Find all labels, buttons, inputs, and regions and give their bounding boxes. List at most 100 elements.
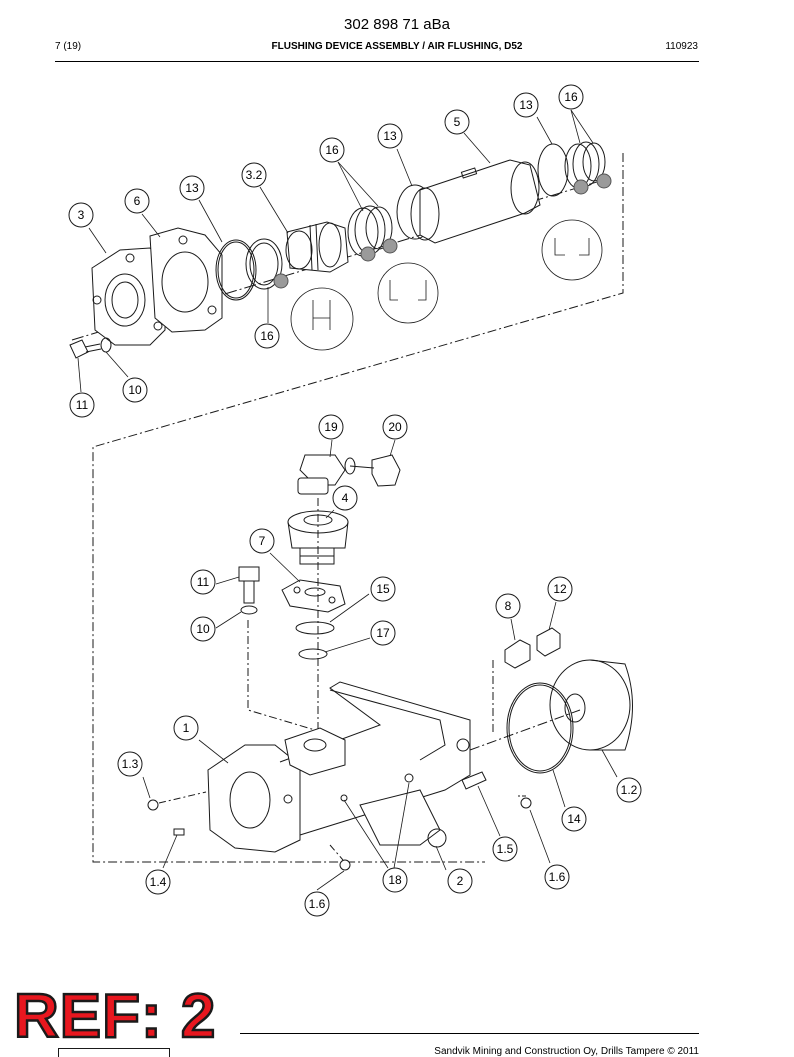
part-13-o-ring [215, 239, 257, 301]
callout-17: 17 [370, 620, 396, 646]
callout-12: 12 [547, 576, 573, 602]
callout-label: 17 [376, 626, 390, 640]
callout-8: 8 [495, 593, 521, 619]
callout-16: 16 [254, 323, 280, 349]
leader-lines [77, 109, 618, 891]
callout-label: 1.6 [549, 870, 566, 884]
part-7-gasket [281, 579, 346, 613]
callout-label: 7 [259, 534, 266, 548]
callout-circle [377, 123, 403, 149]
part-17-o-ring [298, 648, 328, 660]
part-11-bolt [69, 339, 102, 359]
callout-label: 6 [134, 194, 141, 208]
callout-label: 13 [519, 98, 533, 112]
callout-circle [558, 84, 584, 110]
callout-label: 16 [564, 90, 578, 104]
callout-1-5: 1.5 [492, 836, 518, 862]
callout-circle [254, 323, 280, 349]
part-3-flange-housing [91, 247, 166, 346]
callout-11: 11 [69, 392, 95, 418]
callout-circle [179, 175, 205, 201]
callout-circle [561, 806, 587, 832]
callout-circle [370, 620, 396, 646]
callout-label: 1.3 [122, 757, 139, 771]
date-code: 110923 [665, 41, 698, 52]
callout-13: 13 [513, 92, 539, 118]
callout-circle [447, 868, 473, 894]
part-18-plug [340, 794, 348, 802]
callout-label: 14 [567, 812, 581, 826]
callout-circle [124, 188, 150, 214]
part-8-fitting [504, 639, 531, 669]
callout-circle [544, 864, 570, 890]
callout-label: 2 [457, 874, 464, 888]
part-1-main-body [207, 681, 471, 853]
part-18-plug [283, 794, 293, 804]
seal-detail-circle [541, 219, 603, 281]
upper-assembly-boundary [92, 153, 624, 863]
copyright-text: Sandvik Mining and Construction Oy, Dril… [434, 1046, 699, 1057]
callout-13: 13 [179, 175, 205, 201]
part-16-seal-ring [245, 238, 283, 290]
callout-10: 10 [122, 377, 148, 403]
callout-16: 16 [558, 84, 584, 110]
callout-circle [68, 202, 94, 228]
callout-label: 11 [76, 398, 89, 412]
callout-1-3: 1.3 [117, 751, 143, 777]
page-title: FLUSHING DEVICE ASSEMBLY / AIR FLUSHING,… [271, 41, 523, 52]
callout-circle [190, 569, 216, 595]
part-14-o-ring [506, 682, 574, 774]
part-10-washer [100, 337, 112, 353]
part-6-gasket-plate [149, 227, 223, 333]
page-number: 7 (19) [55, 41, 82, 52]
seal-detail-circle [377, 262, 439, 324]
seal-highlight [273, 273, 289, 289]
part-1-5-pin [461, 771, 487, 790]
footer-divider [240, 1033, 699, 1034]
part-1-6-plug [339, 859, 351, 871]
part-20-nut [371, 454, 401, 487]
part-13-o-ring [537, 143, 569, 197]
callout-label: 13 [185, 181, 199, 195]
part-18-plug [404, 773, 414, 783]
part-11-bolt [238, 566, 260, 604]
document-number: 302 898 71 aBa [344, 16, 450, 33]
callout-1-6: 1.6 [544, 864, 570, 890]
header-divider [55, 61, 699, 62]
callout-label: 1.5 [497, 842, 514, 856]
seal-detail-circle [290, 287, 354, 351]
callout-label: 12 [553, 582, 567, 596]
callout-circle [513, 92, 539, 118]
callout-label: 10 [196, 622, 210, 636]
callout-circle [370, 576, 396, 602]
callout-18: 18 [382, 867, 408, 893]
callout-circle [117, 751, 143, 777]
callout-2: 2 [447, 868, 473, 894]
part-10-washer [240, 605, 258, 615]
callout-circle [190, 616, 216, 642]
callout-label: 16 [325, 143, 339, 157]
callout-circle [249, 528, 275, 554]
callout-circle [492, 836, 518, 862]
callout-circle [122, 377, 148, 403]
callout-7: 7 [249, 528, 275, 554]
callout-label: 5 [454, 115, 461, 129]
callout-3: 3 [68, 202, 94, 228]
callout-label: 15 [376, 582, 390, 596]
callout-label: 1.4 [150, 875, 167, 889]
callout-3-2: 3.2 [241, 162, 267, 188]
callout-circle [332, 485, 358, 511]
callout-circle [318, 414, 344, 440]
callout-circle [69, 392, 95, 418]
reference-stamp: REF: 2 [13, 982, 217, 1051]
callout-circle [319, 137, 345, 163]
callout-label: 8 [505, 599, 512, 613]
part-19-elbow-fitting [297, 454, 356, 495]
callout-circle [444, 109, 470, 135]
callout-circle [495, 593, 521, 619]
callout-20: 20 [382, 414, 408, 440]
callout-label: 18 [388, 873, 402, 887]
callout-label: 16 [260, 329, 274, 343]
part-5-tube [410, 159, 541, 244]
callout-circle [145, 869, 171, 895]
